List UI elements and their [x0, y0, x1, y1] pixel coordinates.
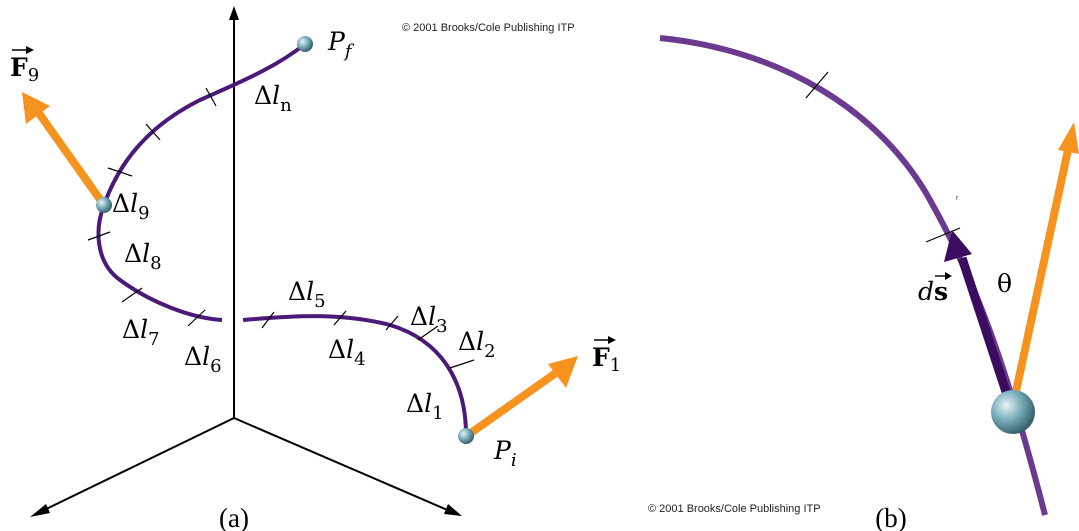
tick-l7 — [121, 287, 143, 303]
force-arrow-9-head — [22, 92, 50, 124]
svg-text:F1: F1 — [592, 343, 621, 376]
particle-final — [297, 36, 313, 52]
small-mark-b: r — [956, 195, 959, 202]
force-arrow-1-shaft — [465, 366, 563, 439]
tick-l6 — [187, 309, 206, 327]
tick-b-upper — [805, 71, 829, 99]
force-arrow-9-shaft — [34, 109, 108, 208]
label-delta-l3: Δl3 — [410, 302, 448, 337]
svg-text:F9: F9 — [10, 53, 39, 86]
svg-text:d: d — [918, 277, 934, 306]
tick-l5 — [261, 311, 275, 329]
x-axis — [39, 417, 235, 513]
tick-b-lower — [925, 227, 961, 243]
label-delta-l2: Δl2 — [458, 327, 496, 362]
particle-initial — [458, 428, 474, 444]
ds-arrow-head — [944, 230, 972, 262]
label-theta: θ — [997, 269, 1012, 298]
label-force-1: F1 — [592, 336, 621, 376]
tick-ln — [205, 87, 217, 107]
panel-b: d s θ r © 2001 Brooks/Cole Publishing IT… — [648, 35, 1079, 531]
tick-l1 — [449, 359, 475, 369]
copyright-b: © 2001 Brooks/Cole Publishing ITP — [648, 503, 821, 515]
force-arrow-b-shaft — [1008, 149, 1072, 411]
path-curve-b — [659, 35, 1048, 516]
particle-ninth — [96, 197, 112, 213]
force-arrow-1-head — [548, 356, 578, 388]
force-arrow-b-head — [1058, 122, 1079, 154]
label-p-initial: Pi — [493, 436, 517, 471]
tick-l9 — [107, 167, 133, 177]
tick-l4 — [333, 310, 347, 326]
label-delta-l9: Δl9 — [112, 189, 150, 224]
z-axis-arrowhead — [229, 6, 239, 20]
y-axis — [233, 417, 453, 513]
label-delta-l4: Δl4 — [328, 335, 366, 370]
x-axis-arrowhead — [30, 504, 50, 517]
particle-b — [991, 390, 1035, 434]
label-ds: d s — [918, 272, 952, 306]
tick-l9b — [145, 123, 161, 141]
tick-l2 — [417, 325, 439, 341]
label-p-final: Pf — [327, 27, 355, 62]
caption-a: (a) — [219, 503, 249, 531]
copyright-a: © 2001 Brooks/Cole Publishing ITP — [402, 22, 575, 34]
panel-a: Pi Pf F1 F9 Δl1 Δl2 Δl3 Δl4 Δl5 Δl6 Δl7 … — [10, 6, 621, 531]
label-delta-l8: Δl8 — [124, 239, 162, 274]
label-delta-l5: Δl5 — [288, 277, 326, 312]
label-delta-l6: Δl6 — [184, 342, 222, 377]
segment-ticks — [87, 87, 475, 369]
label-delta-l7: Δl7 — [122, 315, 160, 350]
tick-l8 — [87, 231, 111, 241]
label-force-9: F9 — [10, 46, 39, 86]
svg-text:s: s — [934, 277, 948, 306]
label-delta-ln: Δln — [254, 81, 292, 116]
label-delta-l1: Δl1 — [406, 389, 444, 424]
tick-l3 — [385, 315, 399, 331]
y-axis-arrowhead — [444, 504, 462, 516]
ds-arrow-shaft — [957, 256, 1017, 412]
caption-b: (b) — [875, 503, 906, 531]
